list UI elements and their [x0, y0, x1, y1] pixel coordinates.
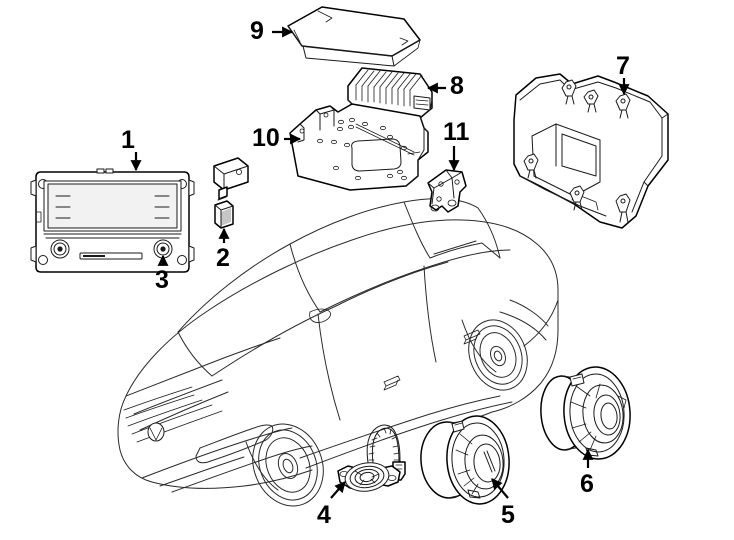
callout-label-9: 9: [250, 17, 264, 45]
callout-label-2: 2: [216, 244, 230, 272]
callout-label-7: 7: [616, 52, 630, 80]
callout-label-3: 3: [155, 266, 169, 294]
car-body: [117, 198, 559, 507]
callout-label-4: 4: [317, 501, 331, 529]
leader-5: [491, 478, 509, 499]
callout-label-11: 11: [443, 118, 470, 146]
leader-4: [330, 481, 346, 499]
callout-label-5: 5: [501, 501, 515, 529]
callout-label-6: 6: [580, 470, 594, 498]
callout-label-8: 8: [450, 72, 464, 100]
callout-label-10: 10: [252, 124, 280, 152]
callout-label-1: 1: [121, 126, 135, 154]
